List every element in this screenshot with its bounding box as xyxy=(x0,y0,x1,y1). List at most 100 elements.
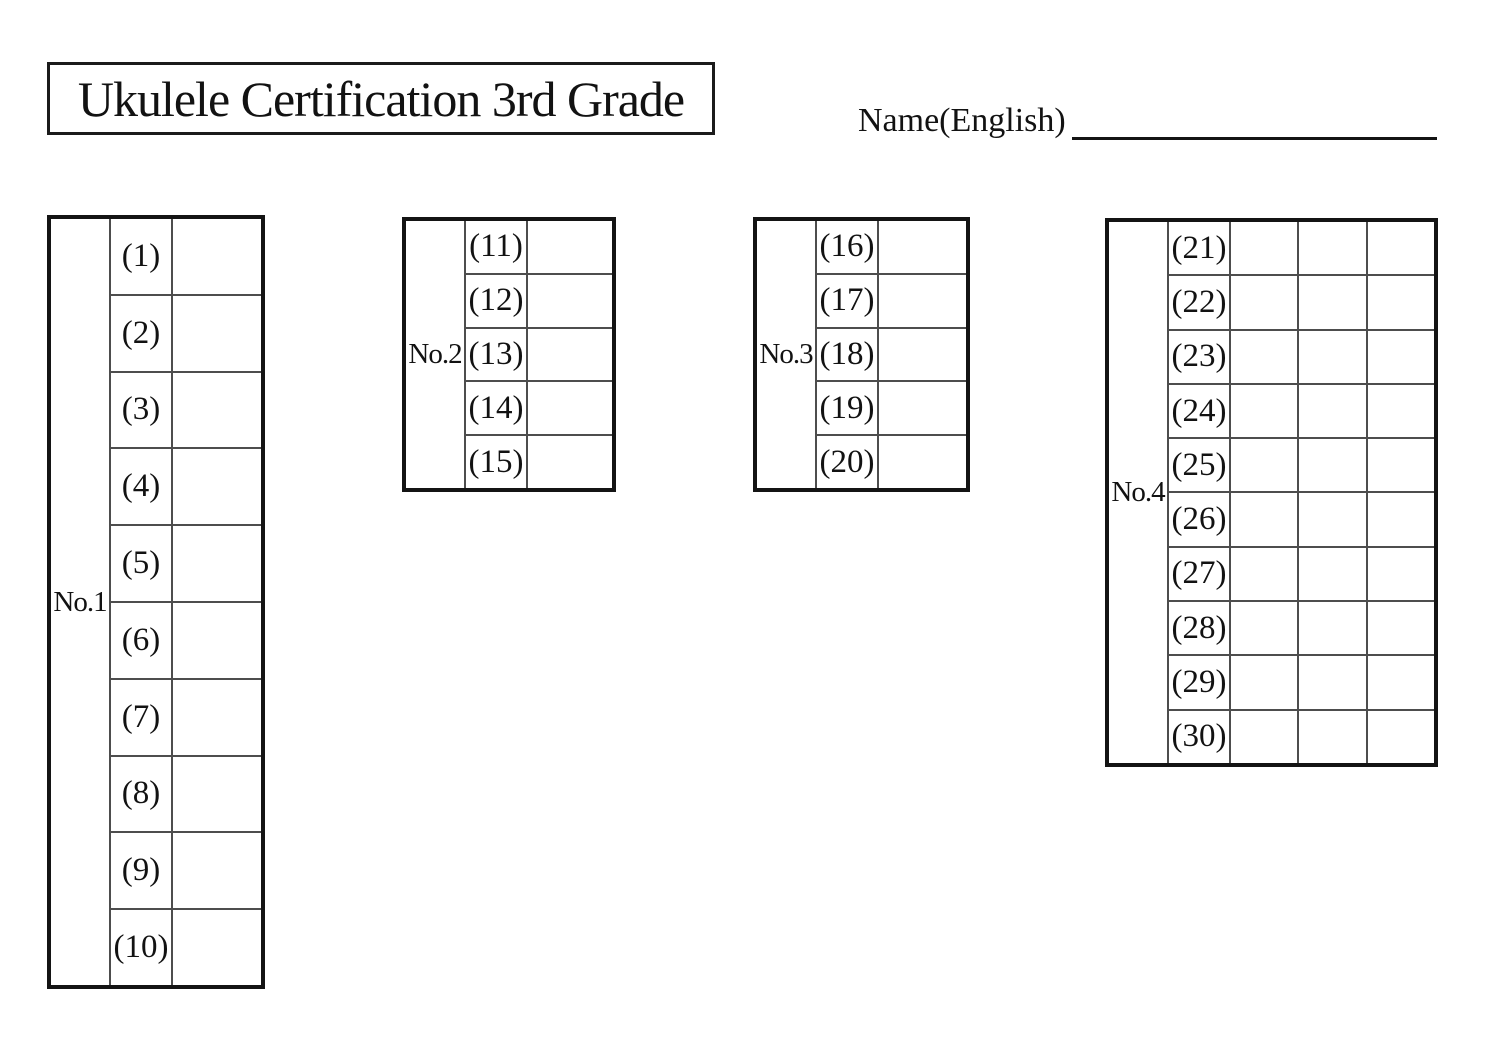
answer-cell[interactable] xyxy=(173,219,261,294)
answer-table-no1: No.1 (1) (2) (3) (4) (5) (6) (7) xyxy=(47,215,265,989)
table-label: No.2 xyxy=(406,221,466,488)
answer-cell[interactable] xyxy=(173,603,261,678)
answer-cell[interactable] xyxy=(528,329,612,381)
question-number: (19) xyxy=(817,382,879,435)
table-row: (20) xyxy=(817,436,966,488)
question-number: (4) xyxy=(111,449,173,525)
question-number: (11) xyxy=(466,221,528,273)
table-label: No.3 xyxy=(757,221,817,488)
answer-cell[interactable] xyxy=(1365,384,1434,438)
table-row: (10) xyxy=(111,910,261,985)
question-number: (13) xyxy=(466,328,528,381)
table-row: (3) xyxy=(111,372,261,450)
answer-cell[interactable] xyxy=(173,757,261,832)
table-row: (25) xyxy=(1169,439,1434,494)
answer-cell[interactable] xyxy=(1231,602,1297,654)
answer-cell[interactable] xyxy=(1231,548,1297,600)
table-row: (29) xyxy=(1169,656,1434,711)
answer-cell[interactable] xyxy=(528,382,612,434)
answer-cell[interactable] xyxy=(1365,439,1434,492)
answer-cell[interactable] xyxy=(173,526,261,601)
answer-cell[interactable] xyxy=(879,221,966,273)
answer-cell[interactable] xyxy=(1231,439,1297,491)
table-row: (7) xyxy=(111,679,261,757)
answer-cell[interactable] xyxy=(1365,222,1434,275)
answer-cell[interactable] xyxy=(1297,330,1365,383)
answer-cell[interactable] xyxy=(1231,331,1297,383)
answer-cell[interactable] xyxy=(1231,385,1297,437)
answer-cell[interactable] xyxy=(173,833,261,908)
table-row: (9) xyxy=(111,833,261,911)
answer-cell[interactable] xyxy=(173,373,261,448)
answer-cell[interactable] xyxy=(528,275,612,327)
question-number: (7) xyxy=(111,679,173,755)
answer-cell[interactable] xyxy=(1231,493,1297,545)
name-underline[interactable] xyxy=(1071,98,1437,140)
answer-cell[interactable] xyxy=(1297,276,1365,329)
answer-cell[interactable] xyxy=(1297,439,1365,492)
question-number: (1) xyxy=(111,219,173,294)
table-label: No.4 xyxy=(1109,222,1169,763)
answer-cell[interactable] xyxy=(1297,547,1365,601)
answer-cell[interactable] xyxy=(1365,547,1434,601)
answer-cell[interactable] xyxy=(1297,493,1365,546)
table-row: (12) xyxy=(466,274,612,329)
answer-cell[interactable] xyxy=(1297,384,1365,438)
answer-cell[interactable] xyxy=(879,436,966,488)
table-row: (13) xyxy=(466,328,612,383)
question-number: (12) xyxy=(466,274,528,327)
table-row: (2) xyxy=(111,295,261,373)
question-number: (24) xyxy=(1169,384,1231,438)
answer-cell[interactable] xyxy=(1365,710,1434,763)
answer-cell[interactable] xyxy=(173,296,261,371)
question-number: (2) xyxy=(111,295,173,371)
table-row: (22) xyxy=(1169,276,1434,331)
answer-cell[interactable] xyxy=(173,910,261,985)
answer-cell[interactable] xyxy=(528,221,612,273)
name-label: Name(English) xyxy=(858,101,1066,139)
answer-cell[interactable] xyxy=(879,382,966,434)
question-number: (17) xyxy=(817,274,879,327)
question-number: (23) xyxy=(1169,330,1231,383)
table-row: (14) xyxy=(466,382,612,437)
table-row: (26) xyxy=(1169,493,1434,548)
table-rows: (16) (17) (18) (19) (20) xyxy=(817,221,966,488)
question-number: (30) xyxy=(1169,710,1231,763)
answer-cell[interactable] xyxy=(1297,602,1365,655)
table-row: (8) xyxy=(111,756,261,834)
answer-cell[interactable] xyxy=(528,436,612,488)
table-label: No.1 xyxy=(51,219,111,985)
answer-cell[interactable] xyxy=(1297,710,1365,763)
question-number: (3) xyxy=(111,372,173,448)
answer-table-no3: No.3 (16) (17) (18) (19) (20) xyxy=(753,217,970,492)
question-number: (14) xyxy=(466,382,528,435)
answer-cell[interactable] xyxy=(1231,276,1297,328)
table-row: (6) xyxy=(111,602,261,680)
answer-cell[interactable] xyxy=(1297,656,1365,709)
answer-cell[interactable] xyxy=(1231,656,1297,708)
answer-cell[interactable] xyxy=(1365,602,1434,655)
answer-cell[interactable] xyxy=(173,449,261,524)
answer-cell[interactable] xyxy=(1365,276,1434,329)
table-row: (19) xyxy=(817,382,966,437)
answer-cell[interactable] xyxy=(1231,222,1297,274)
answer-cell[interactable] xyxy=(1365,656,1434,709)
answer-cell[interactable] xyxy=(173,680,261,755)
question-number: (27) xyxy=(1169,547,1231,601)
table-row: (1) xyxy=(111,219,261,296)
question-number: (9) xyxy=(111,833,173,909)
answer-cell[interactable] xyxy=(1231,711,1297,763)
table-row: (30) xyxy=(1169,710,1434,763)
question-number: (5) xyxy=(111,526,173,601)
answer-cell[interactable] xyxy=(1365,330,1434,383)
table-rows: (11) (12) (13) (14) (15) xyxy=(466,221,612,488)
answer-cell[interactable] xyxy=(879,275,966,327)
answer-cell[interactable] xyxy=(1365,493,1434,546)
title-box: Ukulele Certification 3rd Grade xyxy=(47,62,715,135)
question-number: (28) xyxy=(1169,602,1231,655)
answer-table-no2: No.2 (11) (12) (13) (14) (15) xyxy=(402,217,616,492)
question-number: (26) xyxy=(1169,493,1231,546)
answer-cell[interactable] xyxy=(1297,222,1365,275)
table-row: (4) xyxy=(111,449,261,527)
answer-cell[interactable] xyxy=(879,329,966,381)
